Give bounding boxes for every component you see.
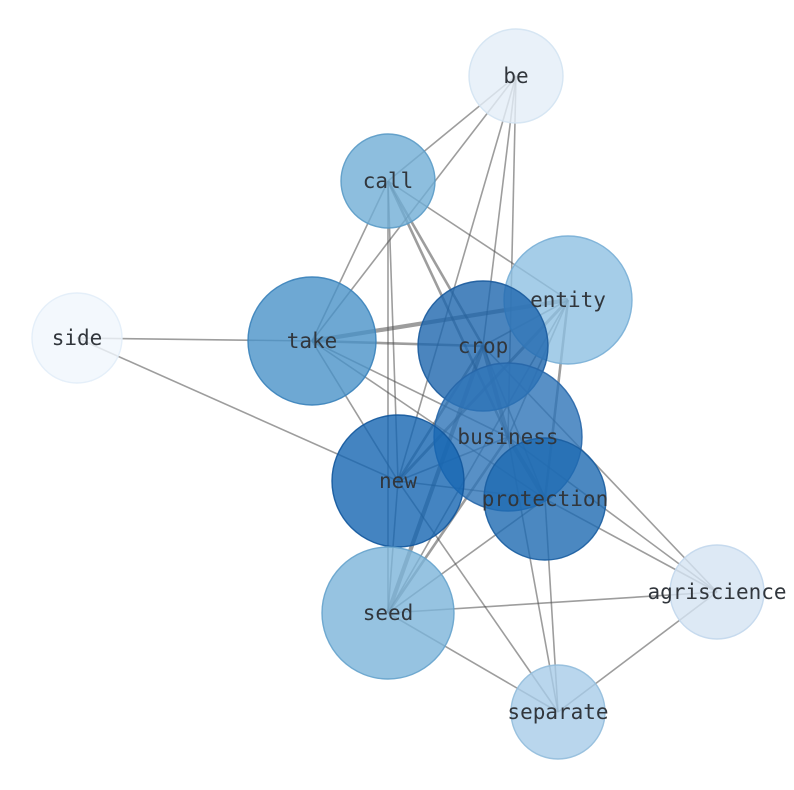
- node-seed: [321, 546, 455, 680]
- node-be: [468, 28, 564, 124]
- node-side: [31, 292, 123, 384]
- node-protection: [483, 437, 607, 561]
- node-agriscience: [669, 544, 765, 640]
- node-separate: [510, 664, 606, 760]
- node-new: [331, 414, 465, 548]
- node-call: [340, 133, 436, 229]
- node-take: [247, 276, 377, 406]
